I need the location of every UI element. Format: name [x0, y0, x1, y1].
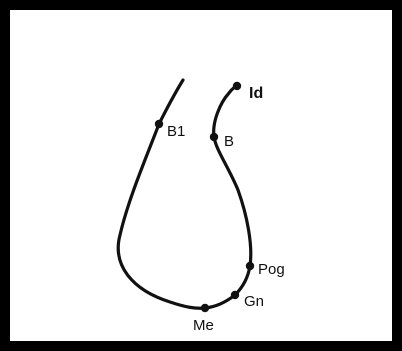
landmark-label-me: Me: [193, 317, 214, 334]
landmark-label-b: B: [224, 133, 234, 150]
landmark-label-b1: B1: [167, 123, 185, 140]
symphysis-outline: [116, 78, 253, 310]
landmark-label-gn: Gn: [244, 293, 264, 310]
landmark-dot-pog: [245, 261, 255, 271]
landmark-dot-gn: [230, 290, 240, 300]
landmark-dot-b1: [154, 119, 164, 129]
landmark-dot-b: [209, 132, 219, 142]
landmark-dot-me: [200, 303, 210, 313]
landmark-label-pog: Pog: [258, 261, 285, 278]
landmark-label-id: Id: [249, 85, 263, 102]
landmark-dot-id: [232, 81, 242, 91]
